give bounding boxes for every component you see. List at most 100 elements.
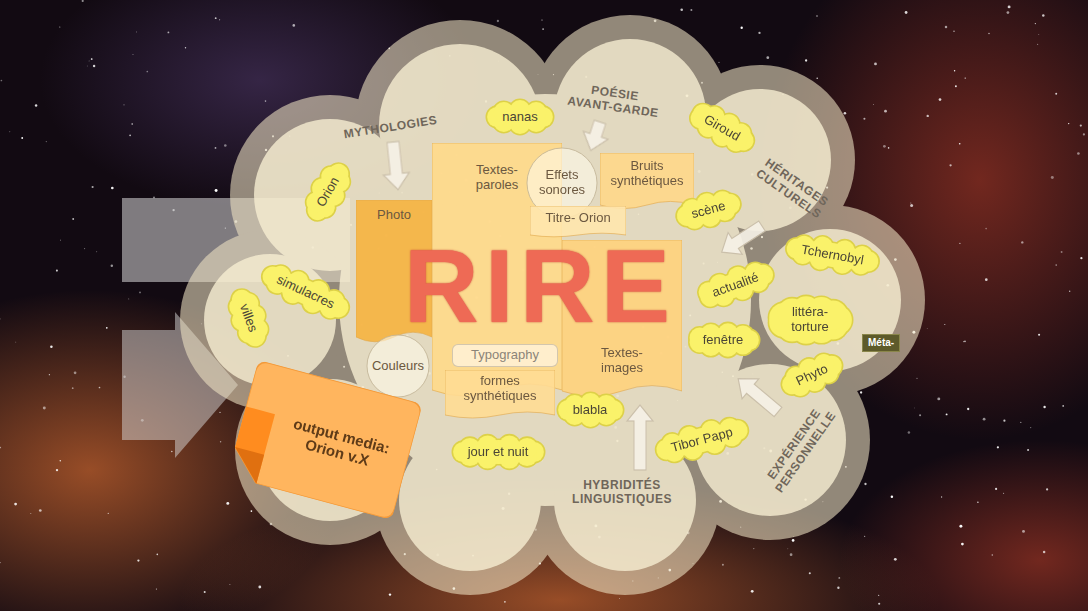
keyword-cloud-layer [782,229,883,282]
star [926,328,928,330]
star [156,588,157,589]
star [790,553,793,556]
keyword-cloud-layer [774,344,850,406]
star [108,513,109,514]
keyword-cloud-layer [776,346,848,404]
node-text: nanas [502,110,537,125]
document-shape: Bruits synthétiques [600,153,694,211]
keyword-cloud-core [456,438,540,465]
star [229,584,230,585]
star [977,502,979,504]
star [1021,241,1023,243]
node-text: Textes-images [586,346,658,376]
star [985,278,988,281]
star [883,145,886,148]
star [1,80,3,82]
star [863,118,865,120]
star [908,431,911,434]
star [1055,93,1057,95]
star [74,371,77,374]
theme-arrow [715,215,769,263]
star [1003,420,1005,422]
star [864,536,865,537]
node-text: Bruits synthétiques [603,159,691,189]
star [983,418,986,421]
star [204,591,206,593]
keyword-cloud-layer [220,283,276,354]
star [926,115,928,117]
node-text: Photo [359,208,429,223]
star [838,577,840,579]
node-text: fenêtre [703,333,743,348]
star [751,590,754,593]
star [766,56,769,59]
star [963,341,964,342]
keyword-cloud-layer [222,285,274,352]
star [82,0,84,2]
star [251,510,253,512]
output-body [227,360,422,520]
star [1030,427,1031,428]
cloud-lobe [759,229,901,371]
star [111,264,113,266]
document-shape: formes synthétiques [445,370,555,420]
star [1080,124,1082,126]
star [1080,257,1082,259]
star [56,469,58,471]
node-text: blabla [573,403,608,418]
keyword-cloud: nanas [485,98,555,136]
star [985,228,987,230]
star [718,62,719,63]
star [949,164,951,166]
star [953,31,954,32]
star [888,147,890,149]
star [497,20,499,22]
star [131,123,133,125]
star [955,85,957,87]
star [792,539,795,542]
star [1077,152,1080,155]
star [84,248,85,249]
node-text: Titre- Orion [533,211,623,226]
star [874,62,877,65]
keyword-cloud-layer [672,185,743,234]
star [72,387,74,389]
node-text: Couleurs [368,359,428,374]
node-text: littéra-torture [783,305,837,335]
star [35,104,37,106]
keyword-cloud-layer [670,183,745,236]
star [1055,264,1057,266]
node-text: formes synthétiques [455,374,545,404]
star [916,378,917,379]
document-body [530,206,626,237]
star [910,204,913,207]
keyword-cloud-layer [769,296,852,344]
sound-circle: Couleurs [366,334,430,398]
node-text: Méta- [868,337,894,349]
star [1043,551,1046,554]
star [837,587,839,589]
star [1051,176,1054,179]
star [185,47,186,48]
star [220,441,221,442]
star [864,483,866,485]
star [961,543,964,546]
star [46,141,47,142]
node-text: jour et nuit [468,445,529,460]
typography-box: Typography [452,344,558,367]
star [944,324,945,325]
star [389,593,391,595]
star [99,387,101,389]
star [14,503,17,506]
star [215,189,218,192]
star [15,341,17,343]
keyword-cloud-layer [451,434,545,470]
star [954,70,955,71]
keyword-cloud-layer [689,323,758,357]
document-body [356,200,432,342]
keyword-cloud-layer [692,254,780,316]
node-text: Effets sonores [531,168,593,198]
star [1038,34,1040,36]
